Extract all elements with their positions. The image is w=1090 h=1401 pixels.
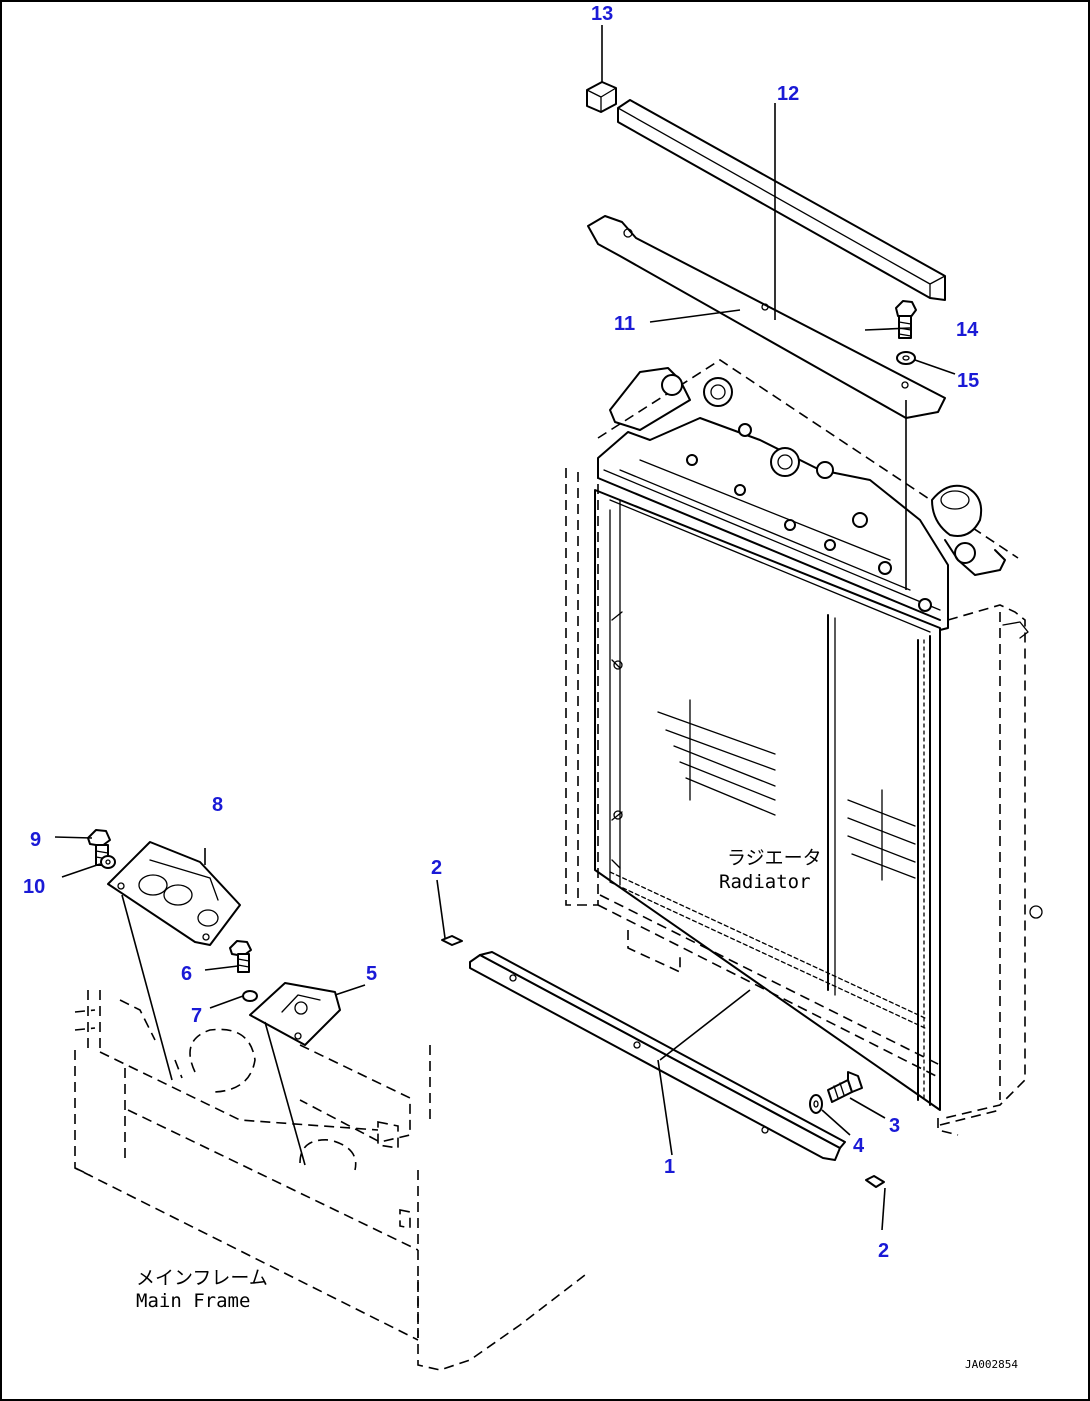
main-frame-label-en: Main Frame — [136, 1290, 250, 1312]
part-13-cushion — [586, 81, 617, 113]
callout-6: 6 — [181, 963, 192, 985]
radiator-label-jp: ラジエータ — [727, 847, 822, 869]
callout-13: 13 — [591, 3, 613, 25]
callout-4: 4 — [853, 1135, 865, 1157]
leader-lines — [54, 25, 956, 1231]
part-4-washer — [809, 1094, 823, 1114]
callout-2-bottom: 2 — [878, 1240, 889, 1262]
callout-5: 5 — [366, 963, 377, 985]
part-10-washer — [100, 855, 116, 869]
core-hatch — [657, 699, 916, 881]
callout-2-top: 2 — [431, 857, 442, 879]
callout-15: 15 — [957, 370, 979, 392]
part-14-bolt — [895, 300, 917, 339]
callout-11: 11 — [614, 313, 635, 335]
part-11-bracket — [587, 215, 946, 419]
callout-1: 1 — [664, 1156, 675, 1178]
callout-14: 14 — [956, 319, 979, 341]
part-5-plate — [249, 982, 341, 1046]
drawing-code: JA002854 — [965, 1358, 1018, 1371]
part-12-seal-bar — [617, 99, 946, 301]
part-2-pin-bottom — [865, 1175, 885, 1188]
main-frame-label-jp: メインフレーム — [136, 1267, 268, 1289]
part-7-washer — [242, 990, 258, 1002]
part-1-bottom-seal — [469, 951, 846, 1161]
part-6-bolt — [229, 940, 252, 973]
callout-8: 8 — [212, 794, 223, 816]
callout-3: 3 — [889, 1115, 900, 1137]
part-2-pin-top — [441, 935, 463, 946]
radiator-label-en: Radiator — [719, 871, 811, 893]
part-3-bolt — [827, 1071, 863, 1103]
radiator-assembly: ラジエータ Radiator — [565, 359, 1043, 1136]
callout-7: 7 — [191, 1005, 202, 1027]
callout-9: 9 — [30, 829, 41, 851]
part-8-cover — [107, 841, 241, 946]
callouts: 13 12 11 14 15 2 2 1 3 4 5 6 7 8 9 10 — [23, 3, 979, 1262]
main-frame: メインフレーム Main Frame — [74, 990, 586, 1371]
callout-12: 12 — [777, 83, 799, 105]
part-15-washer — [896, 351, 916, 365]
callout-10: 10 — [23, 876, 45, 898]
